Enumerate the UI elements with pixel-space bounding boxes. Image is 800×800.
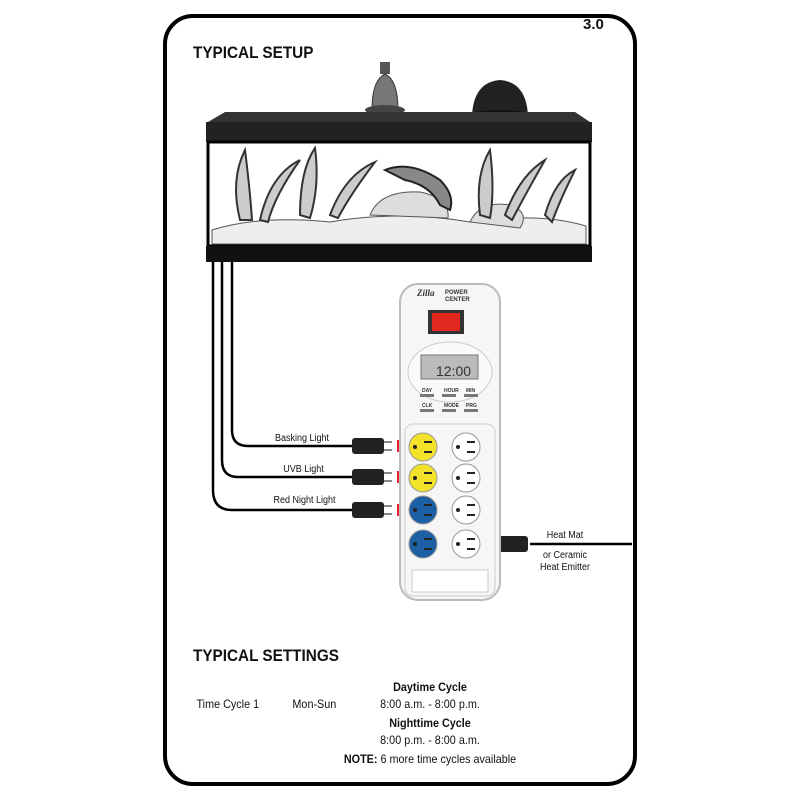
timer-button-label: CLK xyxy=(422,403,433,409)
note-text: 6 more time cycles available xyxy=(377,752,517,766)
note-label: NOTE: xyxy=(343,752,378,766)
plug xyxy=(352,502,392,518)
lcd-time: 12:00 xyxy=(436,363,471,379)
cycle-days: Mon-Sun xyxy=(292,697,337,711)
label-or-ceramic: or Ceramic xyxy=(542,550,588,561)
settings-heading: TYPICAL SETTINGS xyxy=(193,646,339,665)
page-number: 3.0 xyxy=(583,16,604,33)
brand-name-2: CENTER xyxy=(445,297,470,303)
label-heat-emitter: Heat Emitter xyxy=(539,562,591,573)
outlet[interactable] xyxy=(408,432,438,462)
timer-button-label: MIN xyxy=(466,388,476,394)
outlet[interactable] xyxy=(408,529,438,559)
timer-button[interactable] xyxy=(464,409,478,412)
power-switch[interactable] xyxy=(432,313,460,331)
outlet[interactable] xyxy=(451,432,481,462)
setup-heading: TYPICAL SETUP xyxy=(193,43,314,62)
brand-name-1: POWER xyxy=(445,290,468,296)
timer-button-label: HOUR xyxy=(444,388,459,394)
outlet[interactable] xyxy=(408,495,438,525)
timer-button[interactable] xyxy=(464,394,478,397)
label-red-night-light: Red Night Light xyxy=(273,495,336,506)
brand-logo: Zilla xyxy=(416,288,435,298)
outlet[interactable] xyxy=(451,529,481,559)
timer-button[interactable] xyxy=(442,409,456,412)
outlet[interactable] xyxy=(451,463,481,493)
lizard xyxy=(382,165,453,212)
label-uvb-light: UVB Light xyxy=(283,464,324,475)
timer-button-label: PRG xyxy=(466,403,477,409)
nighttime-range: 8:00 p.m. - 8:00 a.m. xyxy=(380,733,480,747)
timer-button[interactable] xyxy=(442,394,456,397)
lcd-display xyxy=(420,354,479,380)
nighttime-title: Nighttime Cycle xyxy=(389,716,471,730)
plug xyxy=(352,438,392,454)
note: NOTE: 6 more time cycles available xyxy=(340,752,520,766)
timer-button-label: MODE xyxy=(444,403,460,409)
daytime-range: 8:00 a.m. - 8:00 p.m. xyxy=(380,697,480,711)
label-basking-light: Basking Light xyxy=(275,433,330,444)
time-cycle: Time Cycle 1 xyxy=(196,697,260,711)
timer-button[interactable] xyxy=(420,409,434,412)
terrarium xyxy=(206,112,592,262)
outlet[interactable] xyxy=(451,495,481,525)
label-heat-mat: Heat Mat xyxy=(546,530,584,541)
power-cords xyxy=(211,262,632,546)
card-border xyxy=(163,14,637,786)
daytime-title: Daytime Cycle xyxy=(393,680,467,694)
outlet[interactable] xyxy=(408,463,438,493)
timer-button[interactable] xyxy=(420,394,434,397)
basking-lamp xyxy=(365,62,405,115)
timer-button-label: DAY xyxy=(422,388,433,394)
plug xyxy=(352,469,392,485)
power-center: Zilla POWER CENTER 12:00 DAY HOUR MIN CLK MO… xyxy=(399,283,501,601)
